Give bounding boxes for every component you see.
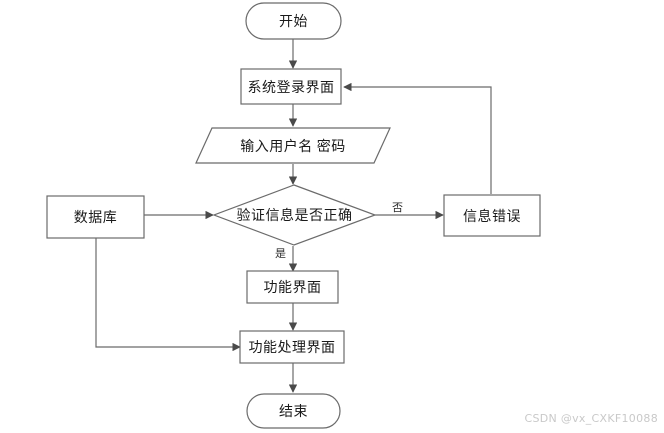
node-shape-login[interactable] (240, 68, 342, 105)
node-shape-functionproc[interactable] (239, 330, 345, 364)
node-shape-verify[interactable] (212, 184, 377, 246)
node-shape-group (46, 2, 541, 429)
node-shape-database[interactable] (46, 195, 145, 239)
edge-label-yes: 是 (275, 248, 286, 260)
node-shape-start[interactable] (245, 2, 342, 40)
node-shape-function[interactable] (246, 270, 339, 304)
edge-database-to-functionproc (95, 238, 241, 352)
edge-label-no: 否 (392, 202, 403, 214)
edge-error-to-login (343, 82, 492, 194)
edge-group (95, 39, 492, 393)
node-shape-error[interactable] (443, 194, 541, 237)
node-shape-input[interactable] (195, 127, 391, 164)
node-shape-end[interactable] (246, 393, 341, 429)
watermark-text: CSDN @vx_CXKF10088 (524, 412, 658, 425)
